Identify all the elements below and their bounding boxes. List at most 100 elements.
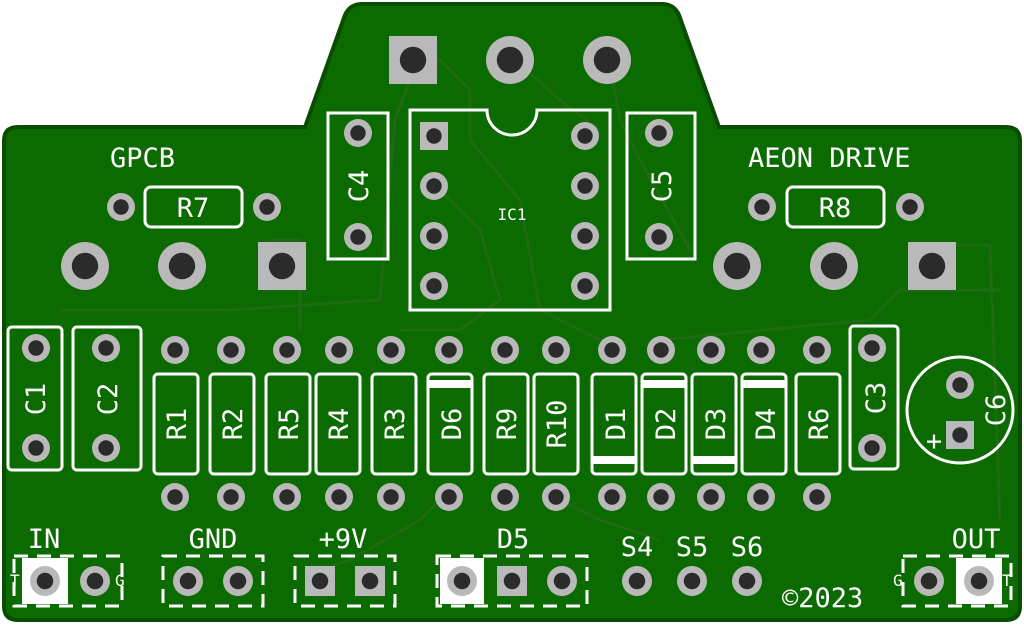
ic1-pin-6: [571, 222, 599, 250]
c3-outline: [848, 324, 900, 471]
c6-polarity-mark: +: [926, 426, 942, 457]
v9-connector-outline: [293, 554, 397, 608]
c5-pad-1: [645, 119, 673, 147]
d2-label: D2: [651, 408, 682, 441]
row-top-pad-1: [161, 336, 189, 364]
out-tip-label: T: [1002, 571, 1012, 590]
out-tip-pad: [964, 566, 994, 596]
d2-outline: [640, 372, 688, 476]
out-label: OUT: [952, 524, 1001, 555]
d5-pad-3: [547, 566, 577, 596]
row-top-pad-7: [491, 336, 519, 364]
out-ground-pad: [914, 566, 944, 596]
s6-label: S6: [731, 532, 764, 563]
c1-pad-2: [22, 434, 50, 462]
d3-outline: [690, 372, 738, 476]
r5-label: R5: [274, 408, 305, 441]
pot-left-pad-2: [158, 242, 206, 290]
c3-pad-1: [858, 334, 886, 362]
in-ground-label: G: [115, 571, 125, 590]
out-connector-outline: [901, 554, 1013, 608]
row-top-pad-9: [598, 336, 626, 364]
row-bottom-pad-5: [377, 483, 405, 511]
s4-pad: [622, 566, 652, 596]
s4-label: S4: [621, 532, 654, 563]
r2-outline: [208, 372, 256, 476]
c6-pad-2: [946, 421, 974, 449]
c1-outline: [6, 325, 64, 472]
d4-cathode-band: [742, 380, 786, 388]
row-top-pad-6: [435, 336, 463, 364]
r10-outline: [532, 372, 580, 476]
ic1-outline: [408, 108, 612, 312]
d1-label: D1: [601, 408, 632, 441]
project-label: AEON DRIVE: [748, 143, 911, 174]
ic1-pin-3: [420, 222, 448, 250]
brand-label: GPCB: [110, 143, 175, 174]
row-bottom-pad-12: [747, 483, 775, 511]
c2-pad-1: [92, 334, 120, 362]
pot-left-pad-1: [61, 242, 109, 290]
d6-cathode-band: [428, 380, 472, 388]
out-ground-label: G: [893, 571, 903, 590]
c4-pad-1: [344, 119, 372, 147]
c6-pad-1: [946, 371, 974, 399]
c6-outline: [905, 355, 1015, 465]
in-ground-pad: [80, 566, 110, 596]
r1-outline: [152, 372, 200, 476]
r3-label: R3: [380, 408, 411, 441]
d5-connector-outline: [435, 554, 589, 608]
c2-label: C2: [93, 383, 124, 416]
r8-outline: [785, 185, 886, 229]
c5-label: C5: [647, 170, 678, 203]
r4-label: R4: [324, 408, 355, 441]
pads-layer: [22, 36, 994, 596]
row-bottom-pad-2: [217, 483, 245, 511]
d2-cathode-band: [642, 380, 686, 388]
gnd-pad-2: [223, 566, 253, 596]
r1-label: R1: [162, 408, 193, 441]
pot-left-pad-3: [258, 242, 306, 290]
r7-pad-1: [107, 193, 135, 221]
row-top-pad-8: [542, 336, 570, 364]
row-bottom-pad-3: [273, 483, 301, 511]
in-tip-pad: [30, 566, 60, 596]
ic1-label: IC1: [498, 205, 527, 224]
row-bottom-pad-4: [325, 483, 353, 511]
s6-pad: [732, 566, 762, 596]
c1-label: C1: [21, 383, 52, 416]
row-bottom-pad-11: [697, 483, 725, 511]
row-top-pad-5: [377, 336, 405, 364]
s5-pad: [677, 566, 707, 596]
c1-pad-1: [22, 334, 50, 362]
r4-outline: [314, 372, 362, 476]
v9-pad-2: [355, 566, 385, 596]
c4-label: C4: [344, 170, 375, 203]
d5-pad-1: [447, 566, 477, 596]
row-top-pad-13: [803, 336, 831, 364]
row-top-pad-12: [747, 336, 775, 364]
r2-label: R2: [218, 408, 249, 441]
row-bottom-pad-7: [491, 483, 519, 511]
row-top-pad-11: [697, 336, 725, 364]
r3-outline: [370, 372, 418, 476]
row-bottom-pad-10: [647, 483, 675, 511]
c6-label: C6: [981, 394, 1012, 427]
d5-pad-2: [497, 566, 527, 596]
d6-label: D6: [437, 408, 468, 441]
ic1-pin-4: [420, 272, 448, 300]
r8-label: R8: [819, 193, 852, 224]
c4-pad-2: [344, 223, 372, 251]
r8-pad-1: [748, 193, 776, 221]
d4-label: D4: [751, 408, 782, 441]
d1-cathode-band: [592, 456, 636, 464]
d5-label: D5: [497, 524, 530, 555]
row-bottom-pad-8: [542, 483, 570, 511]
ic1-pin-7: [571, 172, 599, 200]
row-bottom-pad-9: [598, 483, 626, 511]
r5-outline: [264, 372, 312, 476]
d1-outline: [590, 372, 638, 476]
row-top-pad-4: [325, 336, 353, 364]
row-top-pad-2: [217, 336, 245, 364]
v9-pad-1: [305, 566, 335, 596]
